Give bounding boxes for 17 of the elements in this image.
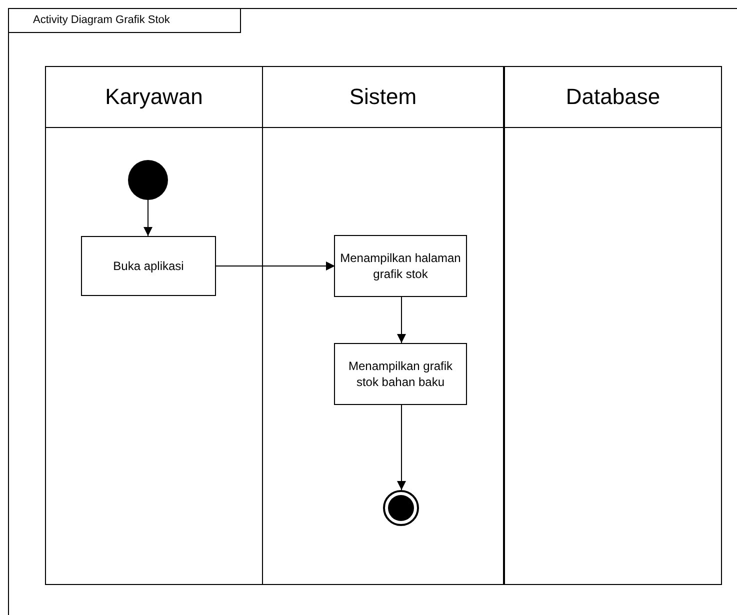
swimlane — [504, 66, 722, 585]
action-box: Menampilkan grafik stok bahan baku — [334, 343, 467, 405]
arrow — [216, 262, 336, 270]
action-box: Buka aplikasi — [81, 236, 216, 296]
swimlane — [262, 66, 504, 585]
lane-header: Sistem — [263, 67, 503, 128]
start-node — [128, 160, 168, 200]
action-box: Menampilkan halaman grafik stok — [334, 235, 467, 297]
arrow — [144, 200, 152, 236]
arrow — [397, 404, 406, 490]
swimlane — [45, 66, 263, 585]
lane-header: Karyawan — [46, 67, 262, 128]
lane-header: Database — [505, 67, 721, 128]
diagram-frame — [8, 8, 737, 615]
end-node — [383, 490, 419, 526]
frame-title: Activity Diagram Grafik Stok — [9, 9, 241, 33]
arrow — [397, 296, 406, 344]
